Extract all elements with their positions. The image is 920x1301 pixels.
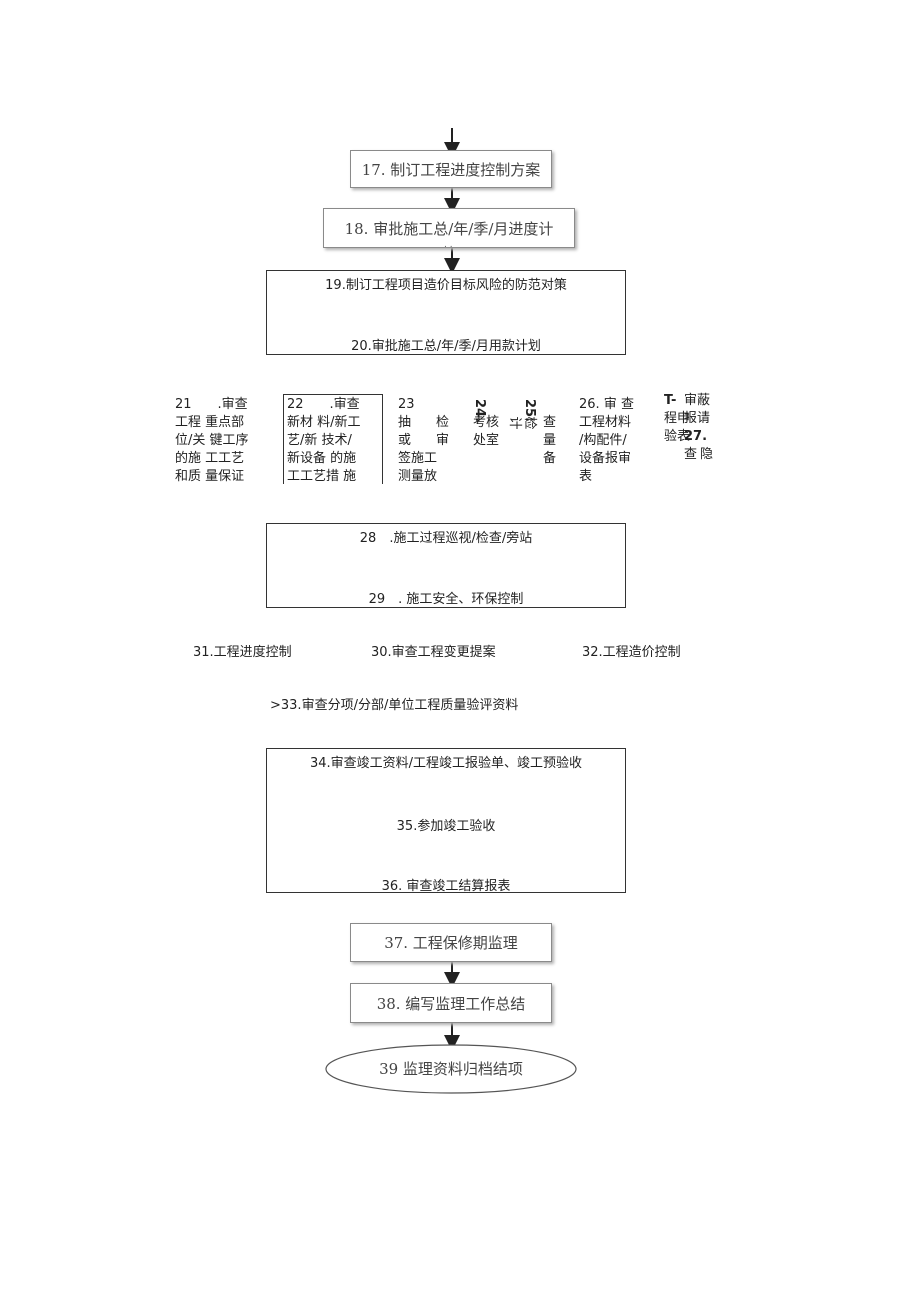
node-32: 32.工程造价控制 <box>582 645 681 660</box>
node-24-number: 24. <box>472 399 487 423</box>
node-36-label: 36. 审查竣工结算报表 <box>381 879 511 894</box>
node-31: 31.工程进度控制 <box>193 645 292 660</box>
node-26-line: 设备报审 <box>579 451 632 466</box>
node-25-line: 检计 <box>507 416 537 430</box>
node-23-right-line: 检 <box>436 415 450 430</box>
node-18: 18. 审批施工总/年/季/月进度计 <box>323 208 575 248</box>
node-22: 22 .审查 新材 料/新工 艺/新 技术/ 新设备 的施 工工艺措 施 <box>287 396 361 486</box>
node-25-right-line: 查 <box>543 415 557 430</box>
node-22-line: 新材 料/新工 <box>287 415 361 430</box>
node-29-label: 29 . 施工安全、环保控制 <box>368 592 524 607</box>
node-17: 17. 制订工程进度控制方案 <box>350 150 552 188</box>
node-21-line: 21 .审查 <box>175 397 248 412</box>
node-18-label: 18. 审批施工总/年/季/月进度计 <box>344 219 554 238</box>
node-37-label: 37. 工程保修期监理 <box>384 934 518 952</box>
node-34-label: 34.审查竣工资料/工程竣工报验单、竣工预验收 <box>309 756 583 771</box>
node-20-label: 20.审批施工总/年/季/月用款计划 <box>351 339 541 354</box>
node-27-left-line: 程申 <box>664 411 691 426</box>
node-27-line: 审蔽 <box>684 393 711 408</box>
node-27-left-line: T- <box>664 393 677 408</box>
node-23-line: 23 <box>398 397 415 412</box>
node-27-right-line: 隐 <box>700 447 714 462</box>
node-21-line: 工程 重点部 <box>175 415 245 430</box>
node-21-line: 和质 量保证 <box>175 469 245 484</box>
node-38-label: 38. 编写监理工作总结 <box>376 994 526 1013</box>
node-27-line: 27. <box>684 429 708 444</box>
node-23-right-line: 审 <box>436 433 450 448</box>
node-21-line: 位/关 键工序 <box>175 433 249 448</box>
node-27-left: T- 程申 验表 <box>664 392 690 446</box>
node-22-line: 22 .审查 <box>287 397 360 412</box>
node-37: 37. 工程保修期监理 <box>350 923 552 962</box>
node-23-line: 测量放 <box>398 469 438 484</box>
node-25: 检计 <box>507 414 537 432</box>
node-25-right-line: 备 <box>543 451 557 466</box>
node-24-line: 处室 <box>473 433 500 448</box>
node-27-line: 查 <box>684 447 698 462</box>
node-34-36-box: 34.审查竣工资料/工程竣工报验单、竣工预验收 35.参加竣工验收 36. 审查… <box>266 748 626 894</box>
node-28-label: 28 .施工过程巡视/检查/旁站 <box>359 531 533 546</box>
node-26-line: 表 <box>579 469 593 484</box>
node-17-label: 17. 制订工程进度控制方案 <box>361 160 541 179</box>
node-26-line: /构配件/ <box>579 433 627 448</box>
end-ellipse <box>325 1044 577 1094</box>
node-23-line: 抽 <box>398 415 412 430</box>
node-22-line: 新设备 的施 <box>287 451 357 466</box>
node-25-number: 25. <box>522 399 537 423</box>
node-21-line: 的施 工工艺 <box>175 451 245 466</box>
node-23-right: 检 审 <box>436 414 449 450</box>
node-24-num: 24. <box>470 396 487 423</box>
node-25-right: 查 量 备 <box>543 414 556 468</box>
node-27: 审蔽 报请 27. 查 <box>684 392 710 464</box>
node-24-line: 考核 <box>473 415 500 430</box>
node-33: >33.审查分项/分部/单位工程质量验评资料 <box>270 698 519 713</box>
node-26-line: 26. 审 查 <box>579 397 634 412</box>
node-26: 26. 审 查 工程材料 /构配件/ 设备报审 表 <box>579 396 634 486</box>
node-38: 38. 编写监理工作总结 <box>350 983 552 1023</box>
node-35-label: 35.参加竣工验收 <box>396 819 496 834</box>
node-27-right: 隐 <box>700 446 713 464</box>
node-25-right-line: 量 <box>543 433 557 448</box>
node-18-dots: . . <box>444 240 453 250</box>
node-21: 21 .审查 工程 重点部 位/关 键工序 的施 工工艺 和质 量保证 <box>175 396 249 486</box>
node-39: 39 监理资料归档结项 <box>379 1060 523 1078</box>
node-27-left-line: 验表 <box>664 429 691 444</box>
node-19-label: 19.制订工程项目造价目标风险的防范对策 <box>325 278 567 293</box>
node-27-line: 报请 <box>684 411 711 426</box>
node-26-line: 工程材料 <box>579 415 632 430</box>
node-24: 考核 处室 <box>473 414 499 450</box>
node-19-20-box: 19.制订工程项目造价目标风险的防范对策 20.审批施工总/年/季/月用款计划 <box>266 270 626 355</box>
node-28-29-box: 28 .施工过程巡视/检查/旁站 29 . 施工安全、环保控制 <box>266 523 626 608</box>
node-22-line: 工工艺措 施 <box>287 469 357 484</box>
node-22-line: 艺/新 技术/ <box>287 433 352 448</box>
node-30: 30.审查工程变更提案 <box>371 645 496 660</box>
node-23-line: 签施工 <box>398 451 438 466</box>
node-23-line: 或 <box>398 433 412 448</box>
node-25-num: 25. <box>520 396 537 423</box>
node-23: 23 抽 或 签施工 测量放 <box>398 396 437 486</box>
node-22-box: 22 .审查 新材 料/新工 艺/新 技术/ 新设备 的施 工工艺措 施 <box>283 394 383 484</box>
